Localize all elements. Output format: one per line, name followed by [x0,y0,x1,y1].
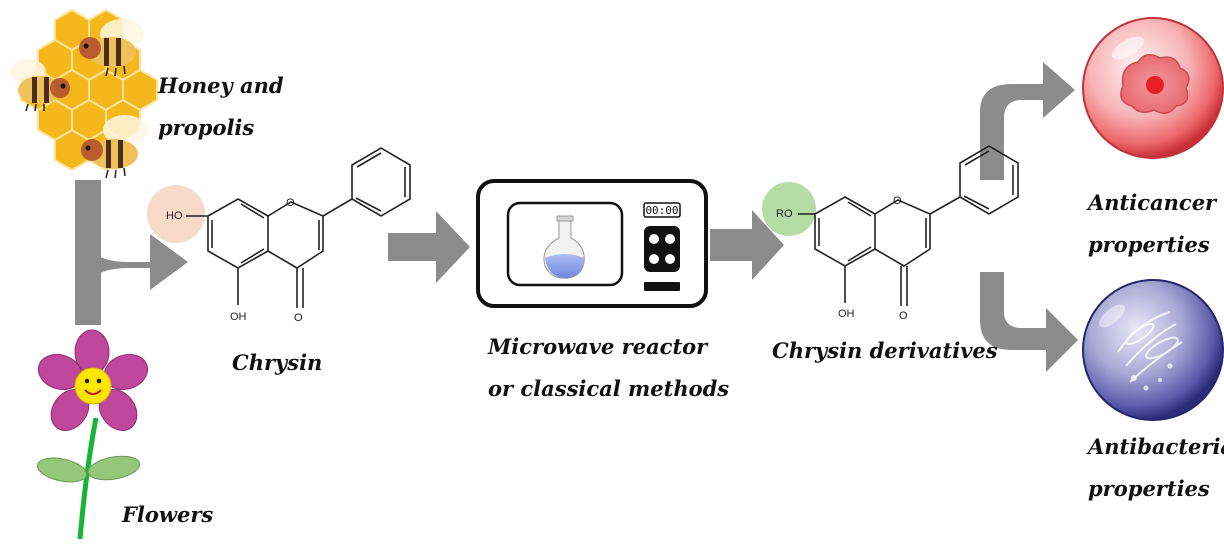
honey-label-line2: propolis [158,115,255,140]
ho-highlight [147,185,205,243]
reactor-label: Microwave reactor or classical methods [488,326,729,410]
derivatives-label: Chrysin derivatives [772,338,998,363]
antibacterial-label-line2: properties [1088,476,1210,501]
chrysin-derivative-structure: RO O O OH [762,145,1019,322]
reactor-label-line1: Microwave reactor [488,334,708,359]
antibacterial-label-line1: Antibacterial [1088,434,1224,459]
bee-icon [79,19,144,77]
flask-icon [543,215,585,279]
arrow-reactor-to-derivatives [710,210,784,280]
ro-highlight [762,182,816,236]
oh-label: OH [838,308,855,320]
ro-label: RO [776,208,793,220]
microwave-icon: 00:00 [476,179,708,308]
chrysin-structure: HO O O OH [147,147,411,324]
anticancer-label-line1: Anticancer [1088,190,1217,215]
arrow-chrysin-to-reactor [388,211,470,283]
bee-icon [10,59,70,112]
arrow-honey-flowers-to-chrysin [75,180,188,325]
honey-label-line1: Honey and [158,73,284,98]
ring-oxygen-label: O [286,197,295,209]
flower-icon [36,329,149,540]
oh-label: OH [230,311,247,323]
arrow-to-anticancer [980,62,1075,180]
reactor-label-line2: or classical methods [488,376,730,401]
arrow-to-antibacterial [980,272,1078,372]
ring-oxygen-label: O [893,195,902,207]
chrysin-label: Chrysin [232,350,323,375]
anticancer-label-line2: properties [1088,232,1210,257]
anticancer-label: Anticancer properties [1088,182,1216,266]
bee-honeycomb-icon [10,8,158,179]
carbonyl-oxygen-label: O [294,312,303,324]
cancer-cell-icon [1082,17,1224,159]
carbonyl-oxygen-label: O [899,310,908,322]
flowers-label: Flowers [122,502,214,527]
bee-icon [81,115,147,179]
bacteria-sphere-icon [1082,279,1224,421]
ho-label: HO [166,210,183,222]
timer-display: 00:00 [645,204,678,217]
honey-propolis-label: Honey and propolis [158,65,284,149]
antibacterial-label: Antibacterial properties [1088,426,1224,510]
